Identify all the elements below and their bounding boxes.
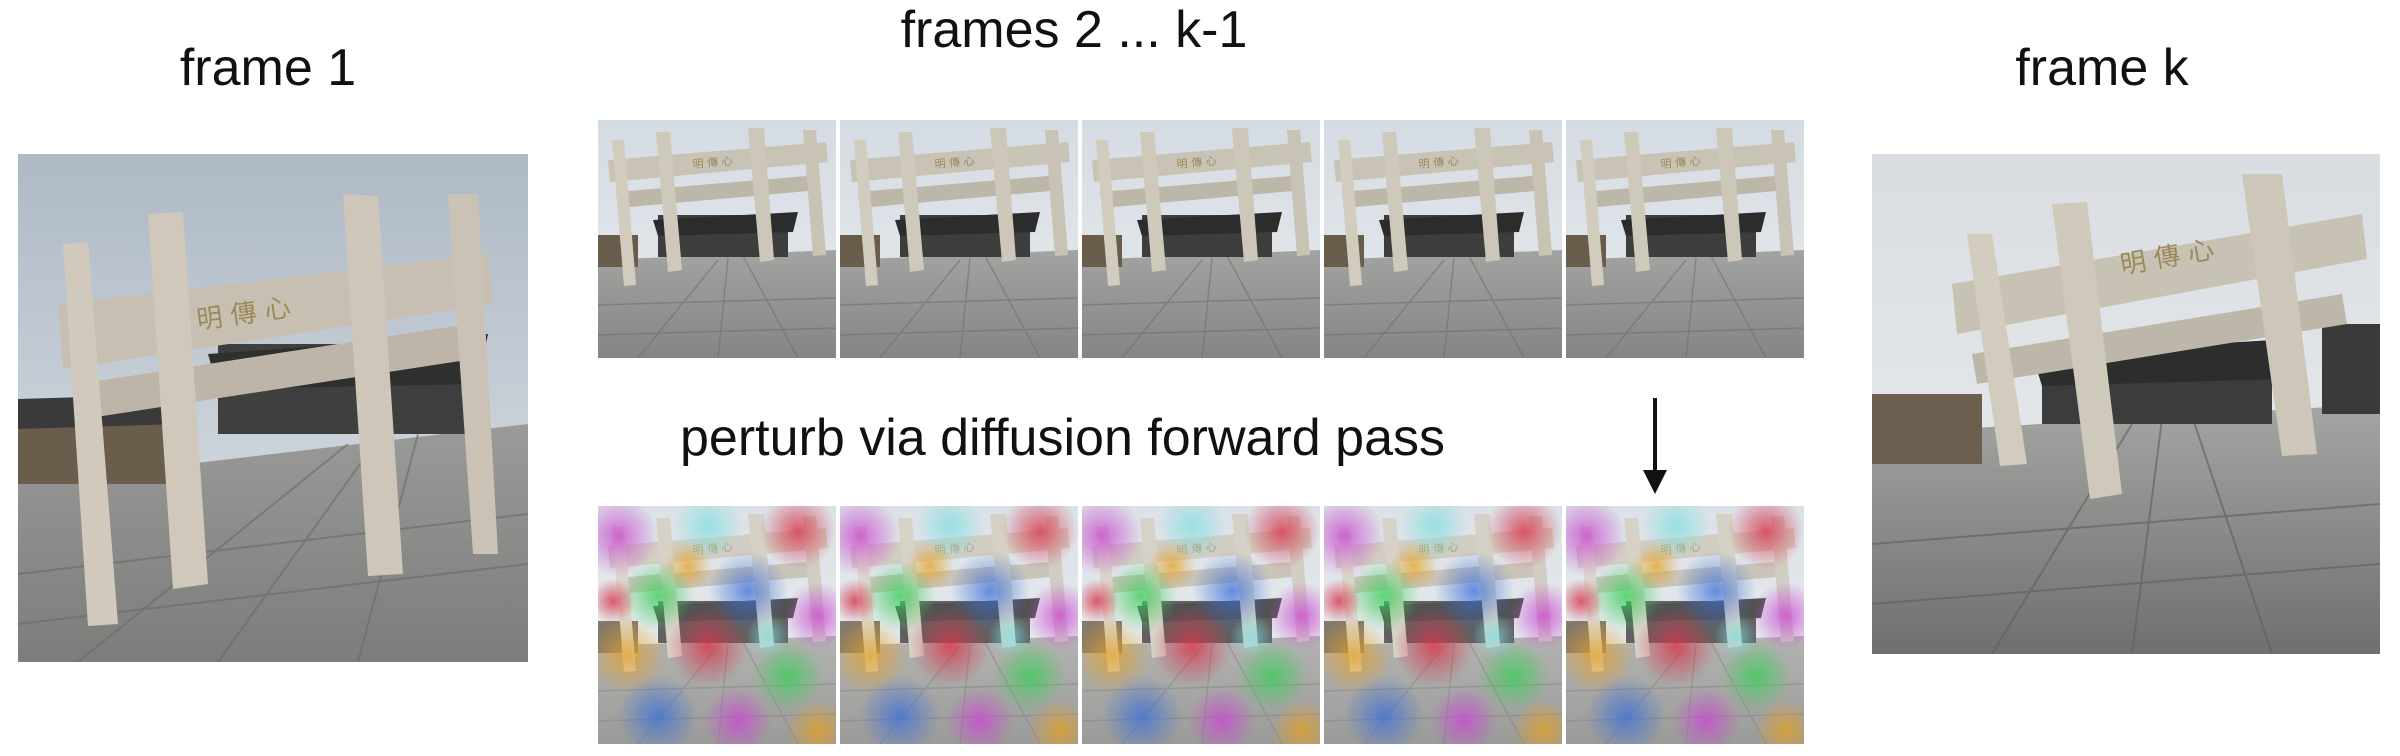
perturb-label: perturb via diffusion forward pass bbox=[680, 409, 1445, 467]
noisy-frame bbox=[840, 506, 1078, 744]
arrow-down-icon bbox=[1643, 398, 1667, 494]
noisy-frame bbox=[1324, 506, 1562, 744]
middle-frames-label: frames 2 ... k-1 bbox=[900, 1, 1248, 59]
frame-k-image: 明 傳 心 bbox=[1872, 154, 2380, 654]
noisy-frames-strip bbox=[598, 506, 1804, 744]
noisy-frame bbox=[598, 506, 836, 744]
clean-frame bbox=[840, 120, 1078, 358]
clean-frame bbox=[1324, 120, 1562, 358]
clean-frames-strip bbox=[598, 120, 1804, 358]
clean-frame bbox=[598, 120, 836, 358]
noisy-frame bbox=[1082, 506, 1320, 744]
clean-frame bbox=[1082, 120, 1320, 358]
noisy-frame bbox=[1566, 506, 1804, 744]
clean-frame bbox=[1566, 120, 1804, 358]
frame-1-image: 明 傳 心 bbox=[18, 154, 528, 662]
frame-1-label: frame 1 bbox=[179, 39, 357, 97]
frame-k-label: frame k bbox=[2015, 39, 2189, 97]
